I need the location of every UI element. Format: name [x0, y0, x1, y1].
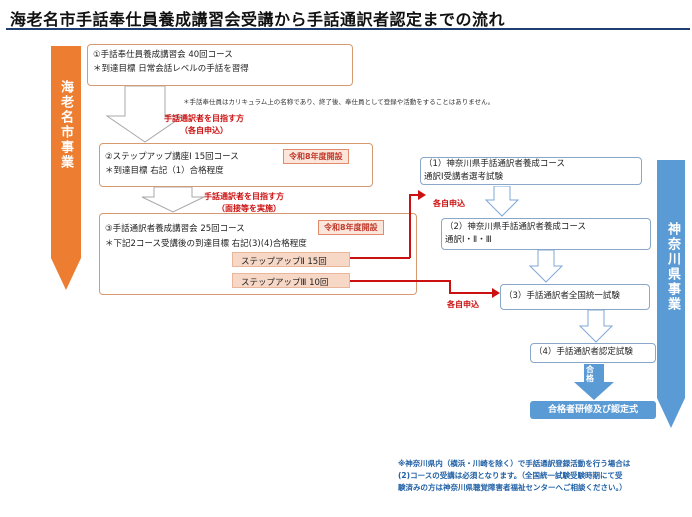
pref-box-1-title: （1）神奈川県手話通訳者養成コース: [424, 159, 565, 169]
apply-label-2: 各自申込: [447, 300, 479, 309]
arrow-label-1-title: 手話通訳者を目指す方: [164, 114, 244, 123]
bottom-note-line-3: 験済みの方は神奈川県聴覚障害者福祉センターへご相談ください。）: [398, 483, 627, 492]
red-connectors: [350, 190, 500, 298]
down-arrow-2: [141, 187, 205, 213]
title-underline: [6, 28, 690, 30]
step-up-2: ステップアップⅡ 15回: [232, 252, 350, 267]
course-box-1-goal: ＊到達目標 日常会話レベルの手話を習得: [93, 64, 249, 74]
pref-box-3-title: （3）手話通訳者全国統一試験: [504, 291, 620, 301]
pass-arrow: [574, 364, 614, 400]
pref-box-4-title: （4）手話通訳者認定試験: [534, 347, 633, 357]
bottom-note-line-1: ※神奈川県内（横浜・川崎を除く）で手話通訳登録活動を行う場合は: [398, 459, 631, 468]
pref-box-2-title: （2）神奈川県手話通訳者養成コース: [445, 222, 586, 232]
pref-box-3: [500, 284, 650, 310]
step-up-3: ステップアップⅢ 10回: [232, 273, 350, 288]
course-box-3-title: ③手話通訳者養成講習会 25回コース: [105, 224, 245, 234]
pref-box-1: [420, 157, 642, 185]
arrow-label-1-note: （各自申込）: [180, 126, 228, 135]
footnote: ＊手話奉仕員はカリキュラム上の名称であり、終了後、奉仕員として登録や活動をするこ…: [183, 98, 495, 106]
course-box-2-goal: ＊到達目標 右記（1）合格程度: [105, 166, 224, 176]
apply-label-1: 各自申込: [433, 199, 465, 208]
left-band-label: 海老名市事業: [58, 80, 73, 170]
course-box-3-badge: 令和8年度開設: [318, 220, 384, 235]
bottom-note-line-2: (2)コースの受講は必須となります。（全国統一試験受験時期にて受: [398, 471, 623, 480]
pref-box-2-sub: 通訳Ⅰ・Ⅱ・Ⅲ: [445, 235, 492, 245]
down-arrow-5: [578, 310, 614, 343]
course-box-3-goal: ＊下記2コース受講後の到達目標 右記(3)(4)合格程度: [105, 239, 307, 249]
certification-label: 合格者研修及び認定式: [530, 401, 656, 419]
arrow-label-2-title: 手話通訳者を目指す方: [204, 192, 284, 201]
down-arrow-4: [528, 250, 564, 283]
left-band-arrow: [51, 46, 81, 290]
pref-box-4: [530, 343, 656, 363]
pref-box-1-sub: 通訳Ⅰ受講者選考試験: [424, 172, 504, 182]
course-box-1-title: ①手話奉仕員養成講習会 40回コース: [93, 50, 233, 60]
page-title: 海老名市手話奉仕員養成講習会受講から手話通訳者認定までの流れ: [10, 10, 506, 29]
right-band-label: 神奈川県事業: [665, 222, 680, 312]
arrow-label-2-note: （面接等を実施）: [217, 204, 281, 213]
course-box-2-badge: 令和8年度開設: [283, 149, 349, 164]
down-arrow-3: [484, 186, 520, 217]
right-band-arrow: [657, 160, 685, 428]
course-box-2-title: ②ステップアップ講座Ⅰ 15回コース: [105, 152, 239, 162]
pass-label: 合格: [586, 365, 594, 383]
down-arrow-1: [105, 86, 185, 143]
course-box-1: [87, 44, 353, 86]
